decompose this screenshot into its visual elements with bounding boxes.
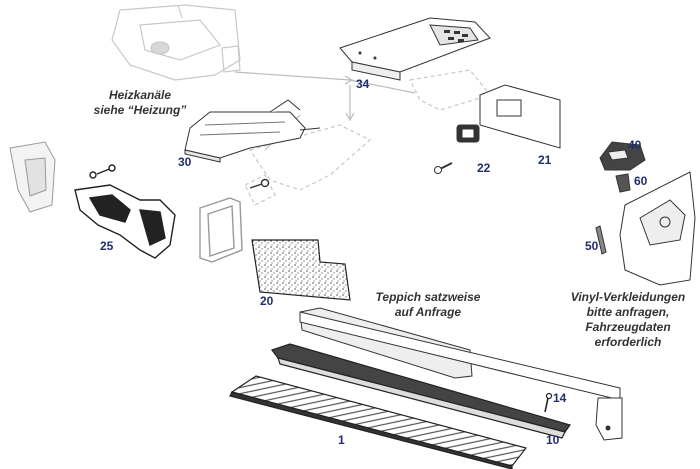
part-label-10: 10 [546,433,560,447]
part-door-frame [199,178,270,263]
note-heating: Heizkanäle siehe “Heizung” [80,88,200,118]
part-label-25: 25 [100,239,114,253]
part-label-22: 22 [477,161,491,175]
part-label-34: 34 [356,77,370,91]
part-30-floor-panel [184,99,321,163]
part-label-1: 1 [338,433,345,447]
ghost-floor-mid [244,69,492,206]
part-40-hinge [599,141,646,193]
part-1-running-board [229,375,528,469]
note-heating-line2: siehe “Heizung” [93,103,187,117]
part-21-side-panel [479,84,561,149]
note-carpet-line1: Teppich satzweise [375,290,481,304]
note-vinyl-line4: erforderlich [594,335,662,349]
part-label-20: 20 [260,294,274,308]
part-label-14: 14 [553,391,567,405]
part-50-strip [595,171,696,286]
part-label-50: 50 [585,239,599,253]
part-10-step-rail [271,343,571,439]
part-34-rear-panel [339,17,491,81]
note-vinyl-line3: Fahrzeugdaten [585,320,671,334]
note-heating-line1: Heizkanäle [108,88,172,102]
part-label-60: 60 [634,174,648,188]
note-vinyl: Vinyl-Verkleidungen bitte anfragen, Fahr… [556,290,700,350]
part-left-pillar [9,141,56,213]
part-20-carpet [251,239,351,301]
part-sill-trim [299,307,623,441]
part-label-40: 40 [628,138,642,152]
part-25-bracket [74,164,176,259]
part-label-30: 30 [178,155,192,169]
note-carpet-line2: auf Anfrage [394,305,462,319]
note-vinyl-line2: bitte anfragen, [586,305,670,319]
note-carpet: Teppich satzweise auf Anfrage [368,290,488,320]
part-22-frame [434,124,480,174]
note-vinyl-line1: Vinyl-Verkleidungen [570,290,686,304]
part-label-21: 21 [538,153,552,167]
ghost-floor-rear [111,4,241,81]
